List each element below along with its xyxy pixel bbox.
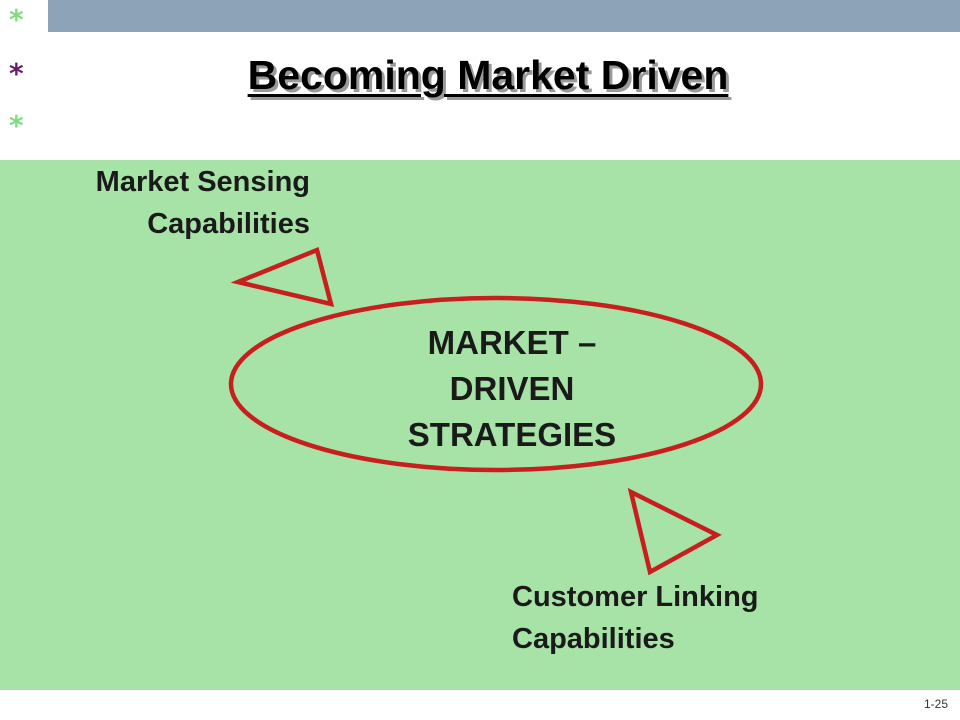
top-triangle-arrow [230, 246, 335, 308]
bullet-star-3: * [9, 109, 24, 142]
slide-title: Becoming Market Driven [247, 52, 729, 98]
center-strategy-label: MARKET – DRIVEN STRATEGIES [362, 320, 662, 458]
center-line-3: STRATEGIES [407, 416, 617, 453]
bullet-star-1: * [9, 3, 24, 36]
bottom-triangle-arrow [627, 487, 722, 576]
diagram-background [0, 160, 960, 690]
header-bar [48, 0, 960, 32]
slide-number: 1-25 [923, 697, 948, 711]
center-ellipse [228, 295, 764, 473]
bullet-star-2: * [9, 57, 24, 90]
market-sensing-line-1: Market Sensing [95, 166, 310, 198]
customer-linking-line-1: Customer Linking [512, 581, 759, 613]
market-sensing-label: Market Sensing Capabilities [20, 161, 310, 245]
customer-linking-line-2: Capabilities [512, 623, 675, 655]
market-sensing-line-2: Capabilities [147, 208, 310, 240]
center-line-1: MARKET – [427, 324, 597, 361]
customer-linking-label: Customer Linking Capabilities [512, 576, 759, 660]
center-line-2: DRIVEN [449, 370, 575, 407]
